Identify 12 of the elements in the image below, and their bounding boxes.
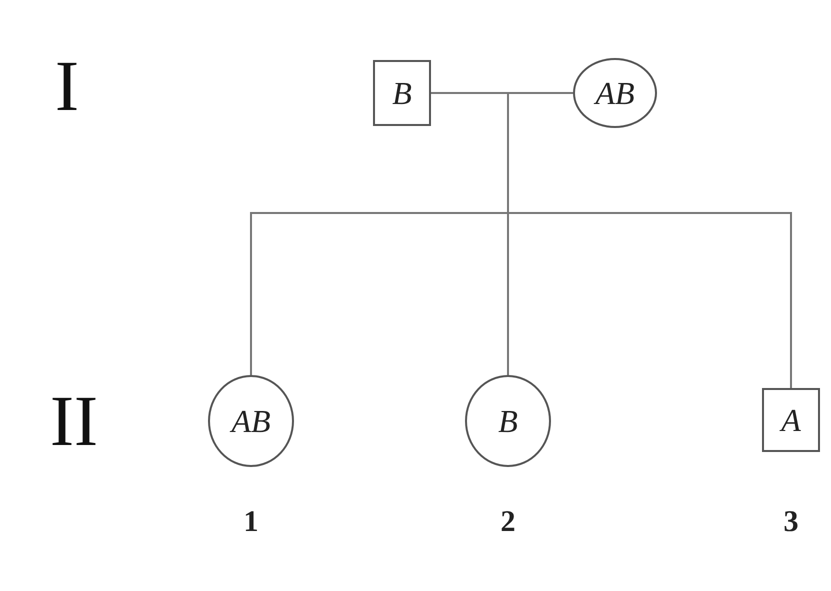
- individual-number: 3: [782, 505, 800, 539]
- genotype-label: AB: [595, 74, 635, 112]
- genotype-label: A: [781, 402, 801, 438]
- individual-number: 1: [242, 505, 260, 539]
- male-square: [762, 388, 820, 452]
- generation-label: II: [50, 385, 98, 457]
- individual-number: 2: [500, 505, 516, 539]
- genotype-label: AB: [231, 402, 271, 440]
- genotype-label: B: [498, 402, 518, 440]
- generation-label: I: [55, 50, 79, 122]
- male-square: [373, 60, 431, 126]
- genotype-label: B: [392, 74, 412, 112]
